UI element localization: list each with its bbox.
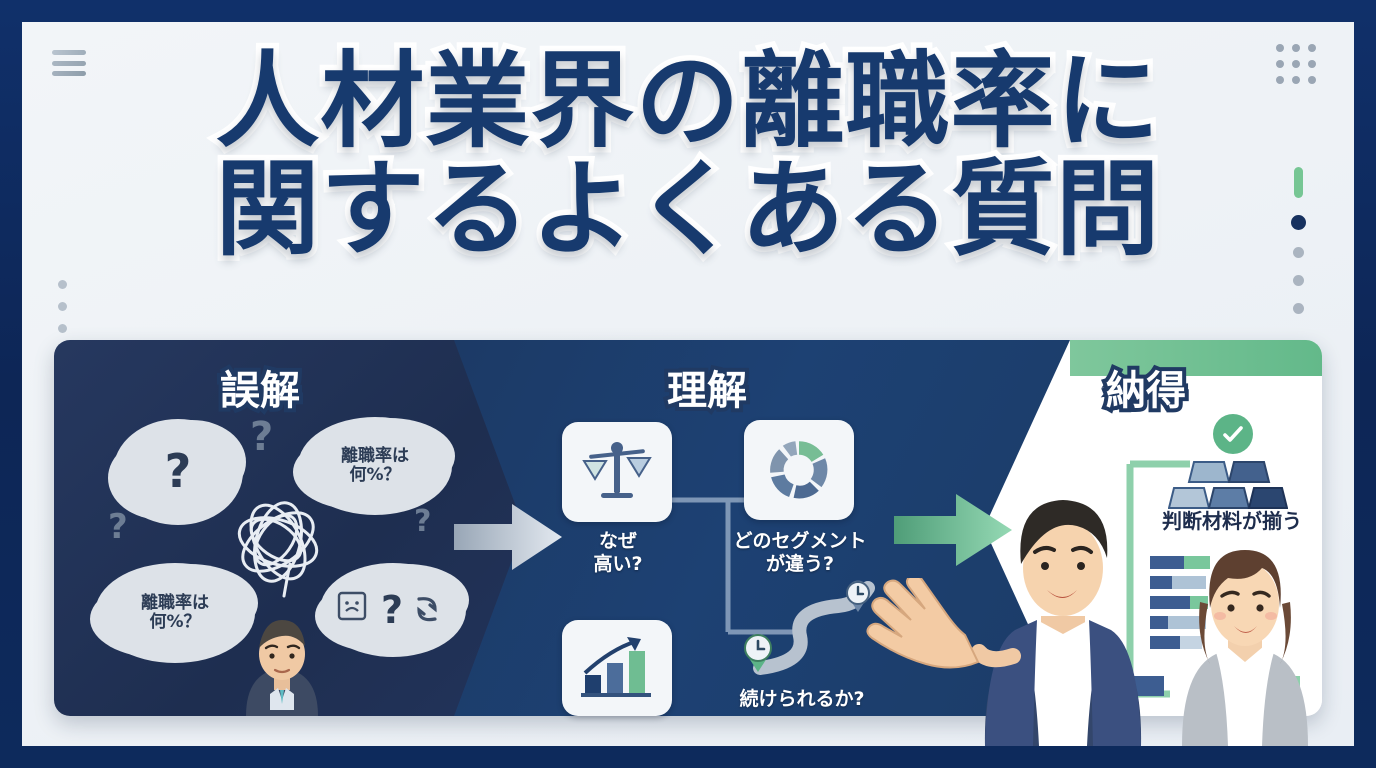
title-line-1: 人材業界の離職率に — [210, 40, 1165, 162]
hamburger-bar — [52, 71, 86, 76]
floating-question-mark: ? — [414, 504, 432, 539]
rail-dot — [58, 324, 67, 333]
progress-dot[interactable] — [1293, 247, 1304, 258]
confusion-symbols-icon: ? — [337, 588, 437, 632]
growth-bar-chart-icon — [581, 637, 651, 697]
caption-why-high: なぜ高い? — [593, 530, 643, 575]
dot-grid-icon[interactable] — [1276, 44, 1316, 84]
stage-label-understanding: 理解 — [663, 364, 751, 418]
open-hand-gesture-icon — [866, 578, 980, 669]
donut-chart-icon — [770, 441, 828, 499]
horizontal-bar-chart-icon — [1150, 556, 1210, 649]
floating-question-mark: ? — [108, 507, 128, 547]
check-circle-icon — [1213, 414, 1253, 454]
card-balance-scale[interactable] — [562, 422, 672, 522]
svg-text:?: ? — [381, 588, 403, 632]
clock-pin-icon — [846, 580, 870, 612]
grid-dot — [1292, 44, 1300, 52]
progress-bar-indicator — [1294, 167, 1303, 198]
tangled-scribble-icon — [237, 501, 319, 598]
progress-dot-active[interactable] — [1291, 215, 1306, 230]
grid-dot — [1276, 76, 1284, 84]
hamburger-icon[interactable] — [52, 50, 86, 76]
stage-label-misunderstanding: 誤解 — [216, 364, 304, 418]
stacked-blocks-icon — [1168, 461, 1288, 509]
turnover-bubble-2: 離職率は何%？ — [102, 570, 248, 656]
clock-pin-icon — [744, 634, 772, 672]
question-bubble-1: ? — [120, 426, 236, 518]
arrow-understanding-to-conviction — [894, 494, 1012, 566]
title-line-2: 関するよくある質問 — [210, 148, 1165, 271]
caption-which-segment: どのセグメントが違う? — [733, 530, 867, 575]
winding-road-icon — [744, 580, 875, 675]
confused-person-icon — [246, 620, 318, 716]
card-growth-chart[interactable] — [562, 620, 672, 716]
grid-dot — [1308, 76, 1316, 84]
rail-dot — [58, 302, 67, 311]
card-donut-chart[interactable] — [744, 420, 854, 520]
stage-label-conviction: 納得 — [1102, 364, 1190, 418]
businessman-presenting-icon — [971, 500, 1142, 746]
grid-dot — [1276, 60, 1284, 68]
grid-dot — [1308, 60, 1316, 68]
balance-scale-icon — [582, 442, 652, 498]
caption-can-continue: 続けられるか? — [739, 688, 865, 710]
grid-dot — [1276, 44, 1284, 52]
businesswoman-icon — [1182, 550, 1308, 746]
arrow-misunderstanding-to-understanding — [454, 504, 562, 570]
hamburger-bar — [52, 60, 86, 66]
floating-question-mark: ? — [250, 414, 274, 460]
caption-decision-material: 判断材料が揃う — [1162, 509, 1302, 533]
progress-rail[interactable] — [1291, 167, 1306, 314]
grid-dot — [1292, 60, 1300, 68]
progress-dot[interactable] — [1293, 275, 1304, 286]
page-title: 人材業界の離職率に 関するよくある質問 — [22, 40, 1354, 271]
slide-canvas: 人材業界の離職率に 関するよくある質問 誤解 理解 納得 ? 離職率は何%？ 離… — [22, 22, 1354, 746]
grid-dot — [1308, 44, 1316, 52]
progress-dot[interactable] — [1293, 303, 1304, 314]
turnover-bubble-1: 離職率は何%？ — [305, 424, 445, 508]
rail-dot — [58, 280, 67, 289]
question-bubble-2: ? — [327, 570, 459, 650]
grid-dot — [1292, 76, 1300, 84]
hamburger-bar — [52, 50, 86, 55]
panel-conviction-header-strip — [1070, 340, 1322, 376]
